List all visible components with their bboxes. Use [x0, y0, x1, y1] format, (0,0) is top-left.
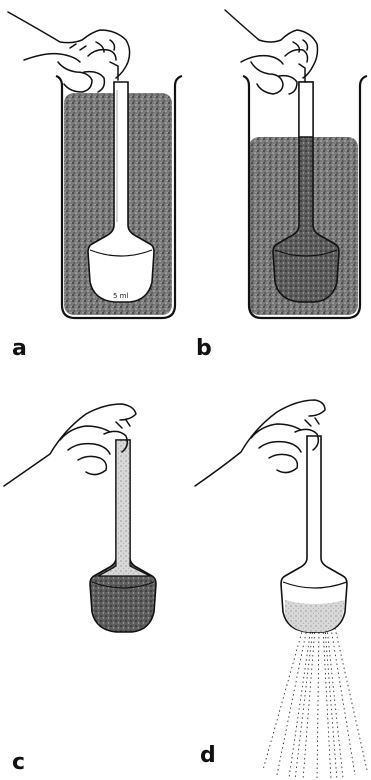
panel-b-illustration: [185, 0, 371, 330]
panel-label-c: c: [12, 752, 25, 774]
panel-label-d: d: [200, 745, 216, 767]
hand-icon: [195, 400, 325, 486]
panel-label-a: a: [12, 338, 27, 360]
dripping-spray-icon: [263, 628, 367, 780]
panel-label-b: b: [196, 338, 212, 360]
panel-d-illustration: [185, 390, 371, 780]
panel-c-illustration: [0, 390, 190, 680]
dipper-cup-icon: [281, 436, 347, 632]
hand-icon: [8, 12, 130, 92]
beaker-a-volume-mark: 5 ml: [113, 292, 128, 300]
dipper-cup-icon: [90, 440, 156, 632]
panel-a-illustration: 5 ml: [0, 0, 190, 330]
